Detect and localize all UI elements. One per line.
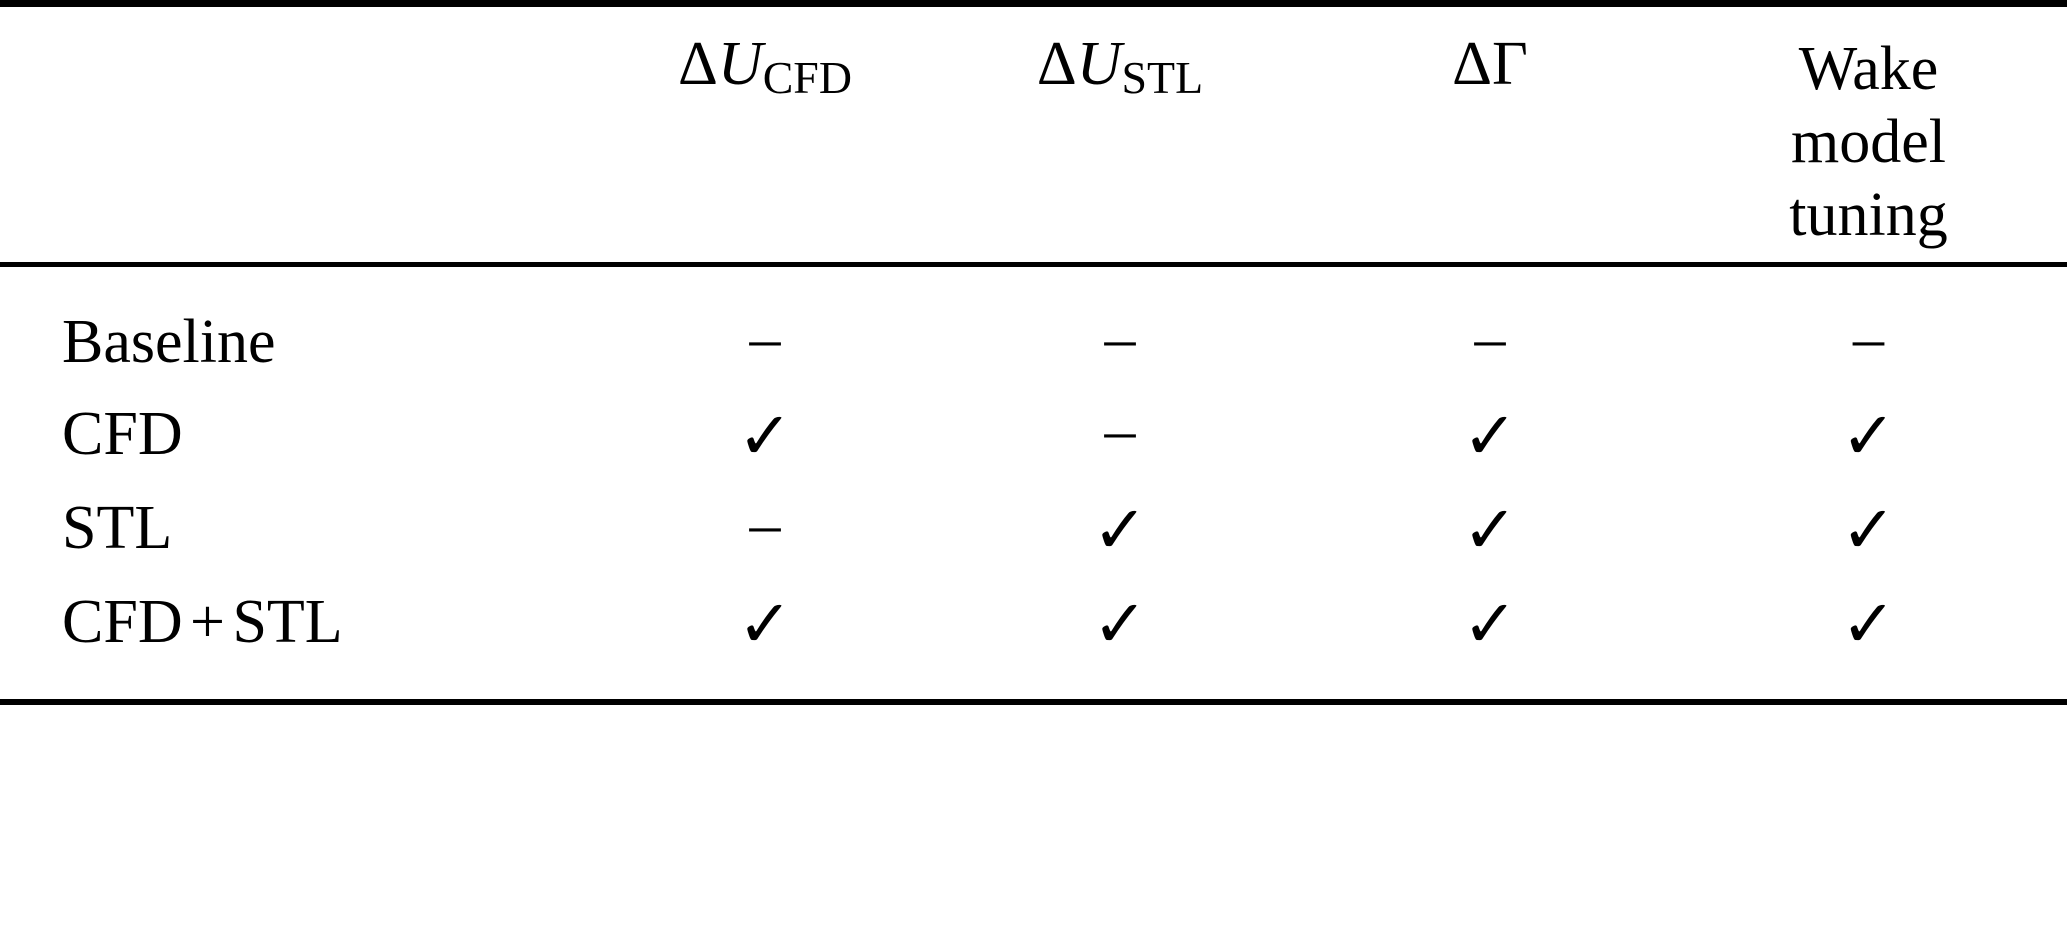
wake-line-2: model [1791,108,1946,177]
cell-cfd-plus-stl-delta-u-stl: ✓ [930,577,1310,702]
delta-glyph: Δ [678,30,718,98]
dash-mark: – [1474,304,1506,373]
u-glyph: U [717,30,763,98]
row-label-part-stl: STL [232,588,343,657]
check-mark: ✓ [1462,400,1518,474]
cell-baseline-delta-gamma: – [1310,262,1670,389]
row-label-cfd-plus-stl: CFD+STL [0,577,600,702]
cell-cfd-wake-model-tuning: ✓ [1670,389,2067,483]
header-row: ΔUCFD ΔUSTL ΔΓ Wake model tuning [0,0,2067,265]
dash-mark: – [1104,395,1136,464]
row-label-part-cfd: CFD [62,588,183,657]
check-mark: ✓ [737,588,793,662]
cell-cfd-plus-stl-delta-gamma: ✓ [1310,577,1670,702]
row-label-stl: STL [62,493,173,562]
wake-line-1: Wake [1798,35,1939,103]
cell-stl-delta-u-stl: ✓ [930,483,1310,577]
header-cell-method [0,0,600,265]
cell-cfd-delta-u-cfd: ✓ [600,389,930,483]
table-row: STL – ✓ ✓ ✓ [0,483,2067,577]
delta-gamma-symbol: ΔΓ [1452,30,1528,98]
table-header: ΔUCFD ΔUSTL ΔΓ Wake model tuning [0,0,2067,265]
cfd-subscript: CFD [762,52,852,104]
delta-u-cfd-symbol: ΔUCFD [678,30,852,101]
delta-glyph: Δ [1036,30,1077,98]
u-glyph: U [1076,30,1122,98]
header-cell-delta-u-stl: ΔUSTL [930,0,1310,265]
check-mark: ✓ [1840,494,1897,568]
dash-mark: – [1104,304,1136,373]
stl-subscript: STL [1121,52,1204,104]
bottom-rule [0,699,2067,709]
gamma-glyph: Γ [1492,30,1528,98]
header-cell-delta-gamma: ΔΓ [1310,0,1670,265]
check-mark: ✓ [1840,588,1897,662]
header-cell-delta-u-cfd: ΔUCFD [600,0,930,265]
check-mark: ✓ [1092,588,1148,662]
table-row: CFD+STL ✓ ✓ ✓ ✓ [0,577,2067,702]
delta-u-stl-symbol: ΔUSTL [1036,30,1203,101]
dash-mark: – [1853,304,1884,373]
cell-cfd-plus-stl-wake-model-tuning: ✓ [1670,577,2067,702]
cell-cfd-plus-stl-delta-u-cfd: ✓ [600,577,930,702]
plus-sign: + [190,588,226,657]
row-label-cfd: CFD [62,399,183,468]
table-row: CFD ✓ – ✓ ✓ [0,389,2067,483]
check-mark: ✓ [1462,494,1518,568]
check-mark: ✓ [1840,400,1897,474]
check-mark: ✓ [737,400,793,474]
row-label-baseline: Baseline [0,262,600,389]
table-row: Baseline – – – – [0,262,2067,389]
cell-stl-delta-gamma: ✓ [1310,483,1670,577]
cell-stl-delta-u-cfd: – [600,483,930,577]
comparison-table: ΔUCFD ΔUSTL ΔΓ Wake model tuning [0,0,2067,709]
cell-cfd-delta-gamma: ✓ [1310,389,1670,483]
cell-cfd-delta-u-stl: – [930,389,1310,483]
cell-stl-wake-model-tuning: ✓ [1670,483,2067,577]
table-body: Baseline – – – – CFD ✓ – ✓ ✓ STL – ✓ ✓ ✓ [0,262,2067,709]
cell-baseline-wake-model-tuning: – [1670,262,2067,389]
delta-glyph: Δ [1452,30,1493,98]
check-mark: ✓ [1462,588,1518,662]
wake-model-tuning-label: Wake model tuning [1670,33,2067,252]
header-cell-wake-model-tuning: Wake model tuning [1670,0,2067,265]
cell-baseline-delta-u-cfd: – [600,262,930,389]
cell-baseline-delta-u-stl: – [930,262,1310,389]
dash-mark: – [749,490,781,559]
wake-line-3: tuning [1789,181,1948,250]
dash-mark: – [749,304,781,373]
check-mark: ✓ [1092,494,1148,568]
